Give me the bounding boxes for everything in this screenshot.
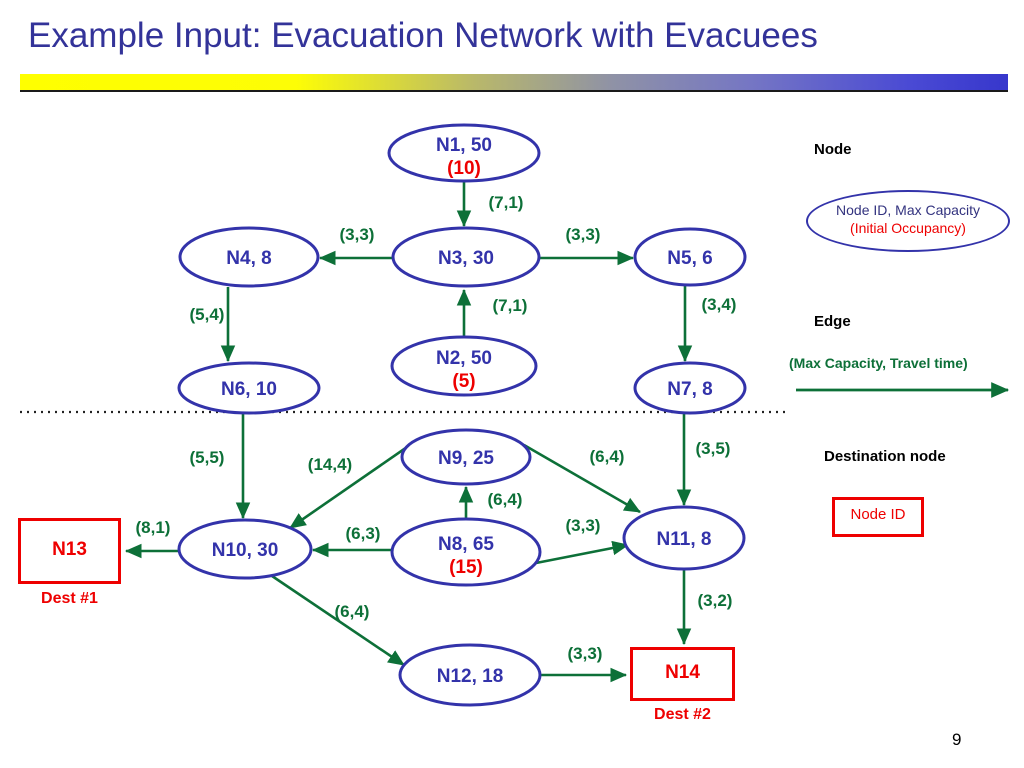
node-n10-label: N10, 30 <box>212 540 279 561</box>
edge-label-n10-n12: (6,4) <box>335 602 370 621</box>
node-n12[interactable]: N12, 18 <box>398 643 542 707</box>
nodes-layer: N1, 50(10) N2, 50(5) N3, 30 N4, 8 N5, 6 N6, 1… <box>177 123 747 707</box>
node-n2[interactable]: N2, 50(5) <box>390 335 538 397</box>
legend-destination-heading: Destination node <box>824 448 946 465</box>
legend-destination-label: Node ID <box>850 506 906 523</box>
edge-labels-layer: (7,1) (3,3) (3,3) (7,1) (5,4) (3,4) (5,5) (3,5)… <box>136 193 737 663</box>
node-n4[interactable]: N4, 8 <box>178 226 320 288</box>
node-n3-shape <box>391 226 541 288</box>
edge-n9-n10 <box>289 443 411 530</box>
legend-node-ellipse-icon <box>806 190 1010 252</box>
edge-label-n8-n9: (6,4) <box>488 490 523 509</box>
node-n2-occupancy: (5) <box>452 371 475 392</box>
destination-node-n14-label: N14 <box>665 662 700 683</box>
node-n10[interactable]: N10, 30 <box>177 518 313 580</box>
legend-node-heading: Node <box>814 141 852 158</box>
node-n11-shape <box>622 505 746 571</box>
node-n9-label: N9, 25 <box>438 448 494 469</box>
node-n1-label: N1, 50 <box>436 135 492 156</box>
node-n6-label: N6, 10 <box>221 379 277 400</box>
edge-label-n12-n14: (3,3) <box>568 644 603 663</box>
edge-label-n1-n3: (7,1) <box>489 193 524 212</box>
node-n8[interactable]: N8, 65(15) <box>390 517 542 587</box>
node-n4-label: N4, 8 <box>226 248 271 269</box>
node-n6-shape <box>177 361 321 415</box>
node-n7-shape <box>633 361 747 415</box>
edge-label-n8-n11: (3,3) <box>566 516 601 535</box>
node-n12-label: N12, 18 <box>437 666 504 687</box>
edge-label-n4-n6: (5,4) <box>190 305 225 324</box>
page-number: 9 <box>952 730 962 749</box>
edge-label-n8-n10: (6,3) <box>346 524 381 543</box>
destination-node-n14-sublabel: Dest #2 <box>654 706 711 723</box>
node-n6[interactable]: N6, 10 <box>177 361 321 415</box>
node-n2-label: N2, 50 <box>436 348 492 369</box>
edge-label-n2-n3: (7,1) <box>493 296 528 315</box>
edge-label-n9-n11: (6,4) <box>590 447 625 466</box>
node-n11[interactable]: N11, 8 <box>622 505 746 571</box>
node-n1-shape <box>387 123 541 183</box>
edge-label-n3-n4: (3,3) <box>340 225 375 244</box>
edge-label-n3-n5: (3,3) <box>566 225 601 244</box>
node-n12-shape <box>398 643 542 707</box>
node-n4-shape <box>178 226 320 288</box>
legend-node-line1: Node ID, Max Capacity <box>836 202 980 218</box>
edge-n9-n11 <box>523 443 641 514</box>
legend-destination-box-icon <box>832 497 924 537</box>
node-n8-occupancy: (15) <box>449 557 483 578</box>
edges-layer <box>124 182 693 683</box>
node-n5[interactable]: N5, 6 <box>633 227 747 287</box>
node-n11-label: N11, 8 <box>657 529 712 550</box>
node-n1-occupancy: (10) <box>447 158 481 179</box>
node-n3-label: N3, 30 <box>438 248 494 269</box>
edge-label-n7-n11: (3,5) <box>696 439 731 458</box>
legend-node-line2: (Initial Occupancy) <box>850 220 966 236</box>
node-n3[interactable]: N3, 30 <box>391 226 541 288</box>
title-gradient-rule <box>20 74 1008 92</box>
legend-edge-arrow-icon <box>796 382 1010 398</box>
node-n8-label: N8, 65 <box>438 534 494 555</box>
page-title: Example Input: Evacuation Network with E… <box>28 16 818 55</box>
edge-label-n9-n10: (14,4) <box>308 455 352 474</box>
destination-node-n13[interactable] <box>18 518 121 584</box>
edge-n8-n11 <box>535 540 630 565</box>
legend-edge-heading: Edge <box>814 313 851 330</box>
node-n7[interactable]: N7, 8 <box>633 361 747 415</box>
destination-node-n13-label: N13 <box>52 539 87 560</box>
edge-label-n6-n10: (5,5) <box>190 448 225 467</box>
destination-node-n13-sublabel: Dest #1 <box>41 590 98 607</box>
node-n10-shape <box>177 518 313 580</box>
legend-edge-caption: (Max Capacity, Travel time) <box>789 355 968 371</box>
node-n5-shape <box>633 227 747 287</box>
edge-n10-n12 <box>271 574 405 667</box>
node-n1[interactable]: N1, 50(10) <box>387 123 541 183</box>
edge-label-n10-n13: (8,1) <box>136 518 171 537</box>
node-n8-shape <box>390 517 542 587</box>
edge-label-n5-n7: (3,4) <box>702 295 737 314</box>
node-n2-shape <box>390 335 538 397</box>
node-n9-shape <box>400 428 532 486</box>
node-n9[interactable]: N9, 25 <box>400 428 532 486</box>
node-n5-label: N5, 6 <box>667 248 712 269</box>
node-n7-label: N7, 8 <box>667 379 712 400</box>
destination-node-n14[interactable] <box>630 647 735 701</box>
edge-label-n11-n14: (3,2) <box>698 591 733 610</box>
